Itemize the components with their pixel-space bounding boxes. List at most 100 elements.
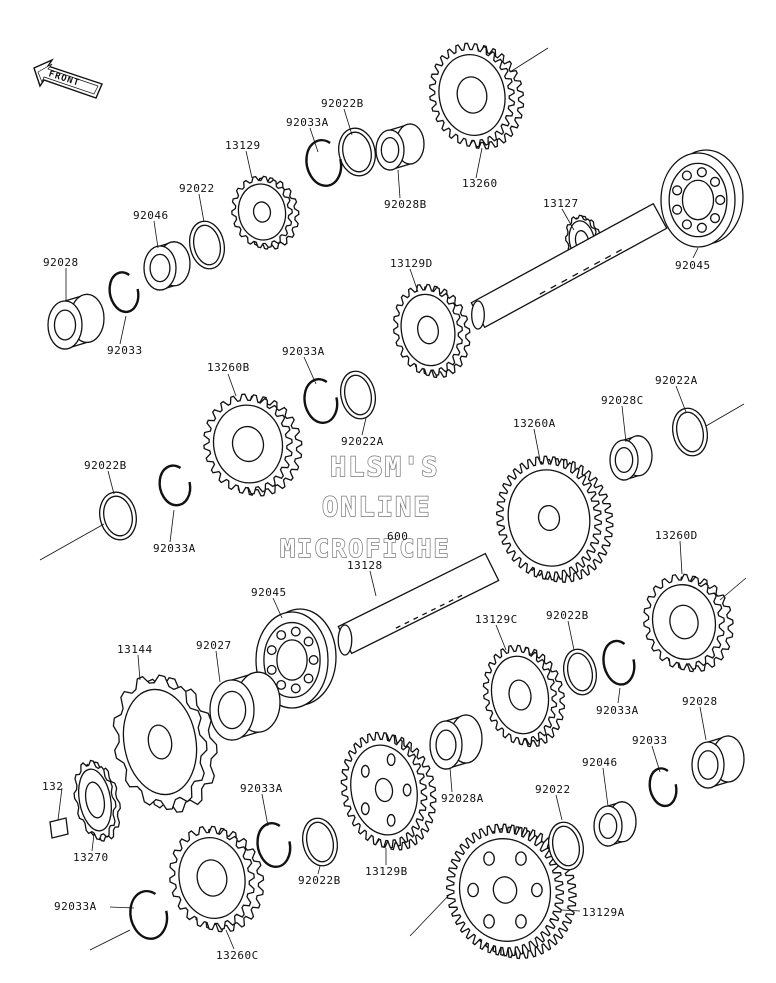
gear-13129A-hole — [515, 851, 527, 866]
clip-92033A-mid — [303, 378, 339, 425]
leader-line — [495, 624, 507, 651]
label-92022-bot: 92022 — [535, 783, 571, 796]
shaft-13127-body — [470, 202, 668, 329]
shaft-13128-spline — [439, 603, 445, 607]
gear-13129A-hole — [531, 882, 543, 898]
label-600: 600 — [387, 530, 409, 543]
bearing-92045-top — [660, 149, 744, 248]
label-13129: 13129 — [225, 139, 261, 152]
leader-line — [475, 147, 483, 179]
ring-92022B-right-inner — [566, 652, 594, 692]
label-13127: 13127 — [543, 197, 579, 210]
clip-92033A-left — [158, 464, 192, 507]
leader-line — [617, 687, 621, 704]
shaft-13128-spline — [395, 625, 401, 629]
label-92022B-left: 92022B — [84, 459, 127, 472]
label-92033A-top: 92033A — [286, 116, 329, 129]
bearing-92046-top-bore — [149, 253, 171, 283]
shaft-13128-spline — [430, 607, 436, 612]
ring-92022B-right — [562, 648, 598, 696]
leader-line — [137, 654, 141, 681]
watermark-line-2: ONLINE — [321, 491, 432, 523]
ring-92022A-right — [671, 407, 709, 457]
leader-line — [153, 220, 159, 249]
clip-92033A-left-arc — [158, 464, 192, 507]
leader-line — [169, 509, 175, 543]
label-13129A: 13129A — [582, 906, 625, 919]
gear-13260-rim — [438, 54, 506, 136]
ring-92022B-top-inner — [342, 131, 372, 173]
leader-line — [692, 247, 699, 259]
clip-92033A-right — [602, 639, 636, 686]
gear-13129A-hole — [483, 851, 495, 866]
bearing-92045-top-ball — [672, 204, 683, 215]
gear-13129A-bore — [492, 876, 518, 904]
clip-92033A-botleft-arc — [129, 889, 169, 940]
gear-13260 — [429, 42, 525, 150]
label-13129D: 13129D — [390, 257, 433, 270]
bearing-92045-top-ball — [696, 222, 707, 233]
gear-13129A-hole — [467, 882, 479, 898]
leader-line — [719, 577, 747, 601]
gear-13129D-rim — [400, 293, 456, 367]
shaft-13128 — [337, 552, 500, 656]
ring-92022-top — [188, 220, 226, 270]
leader-line — [369, 570, 377, 597]
shaft-13127-spline — [561, 278, 568, 283]
label-13144: 13144 — [117, 643, 153, 656]
part-group — [47, 123, 745, 940]
shaft-13128-spline — [422, 612, 428, 616]
leader-line — [119, 315, 127, 345]
label-13129B: 13129B — [365, 865, 408, 878]
leader-line — [699, 706, 707, 741]
gear-13129B — [340, 731, 437, 851]
watermark-line-3: MICROFICHE — [279, 533, 451, 563]
bearing-92045-top-ball — [709, 176, 721, 187]
bearing-92045-top-ball — [696, 167, 707, 178]
collar-92028A-bore — [435, 729, 457, 761]
bearing-92045-top-ball — [681, 219, 692, 230]
plate-13270-rim — [78, 768, 112, 832]
label-92028A: 92028A — [441, 792, 484, 805]
leader-line — [509, 47, 549, 73]
leader-lines — [39, 47, 747, 951]
label-92028-right: 92028 — [682, 695, 718, 708]
leader-line — [39, 523, 105, 561]
ring-92022-top-inner — [192, 224, 222, 266]
leader-line — [555, 794, 563, 821]
leader-line — [272, 597, 283, 619]
clip-92033-top — [108, 271, 140, 314]
bearing-92045-mid-ball — [276, 630, 287, 641]
leader-line — [533, 428, 541, 461]
sprocket-13144 — [112, 674, 218, 813]
leader-line — [651, 745, 661, 773]
leader-line — [409, 893, 451, 937]
gear-13129D — [393, 283, 471, 379]
plate-13270-bore — [84, 781, 106, 819]
leader-line — [679, 540, 683, 575]
bearing-92045-top-inner — [681, 179, 715, 221]
gear-13260B-bore — [231, 425, 265, 463]
label-92022-top: 92022 — [179, 182, 215, 195]
spacer-92027-bore — [217, 690, 247, 730]
sprocket-13144-rim — [122, 688, 198, 796]
shaft-13128-spline — [457, 594, 463, 599]
bearing-92045-mid-ball — [266, 664, 277, 675]
leader-line — [561, 909, 581, 912]
front-arrow-icon — [33, 58, 103, 99]
ring-92022B-left-inner — [103, 495, 133, 537]
label-13128: 13128 — [347, 559, 383, 572]
collar-92028B-bore — [380, 136, 400, 164]
leader-line — [109, 906, 135, 909]
leader-line — [397, 169, 401, 199]
label-92022B-right: 92022B — [546, 609, 589, 622]
ring-92022B-top — [338, 127, 376, 177]
ring-92022A-mid — [339, 370, 377, 420]
shaft-13127-spline — [572, 272, 579, 277]
gear-13260D — [643, 573, 734, 673]
gear-13260C-bore — [196, 859, 228, 897]
gear-13129B-hole — [360, 802, 370, 816]
gear-13260A-rim — [507, 469, 591, 567]
label-92022A-right: 92022A — [655, 374, 698, 387]
